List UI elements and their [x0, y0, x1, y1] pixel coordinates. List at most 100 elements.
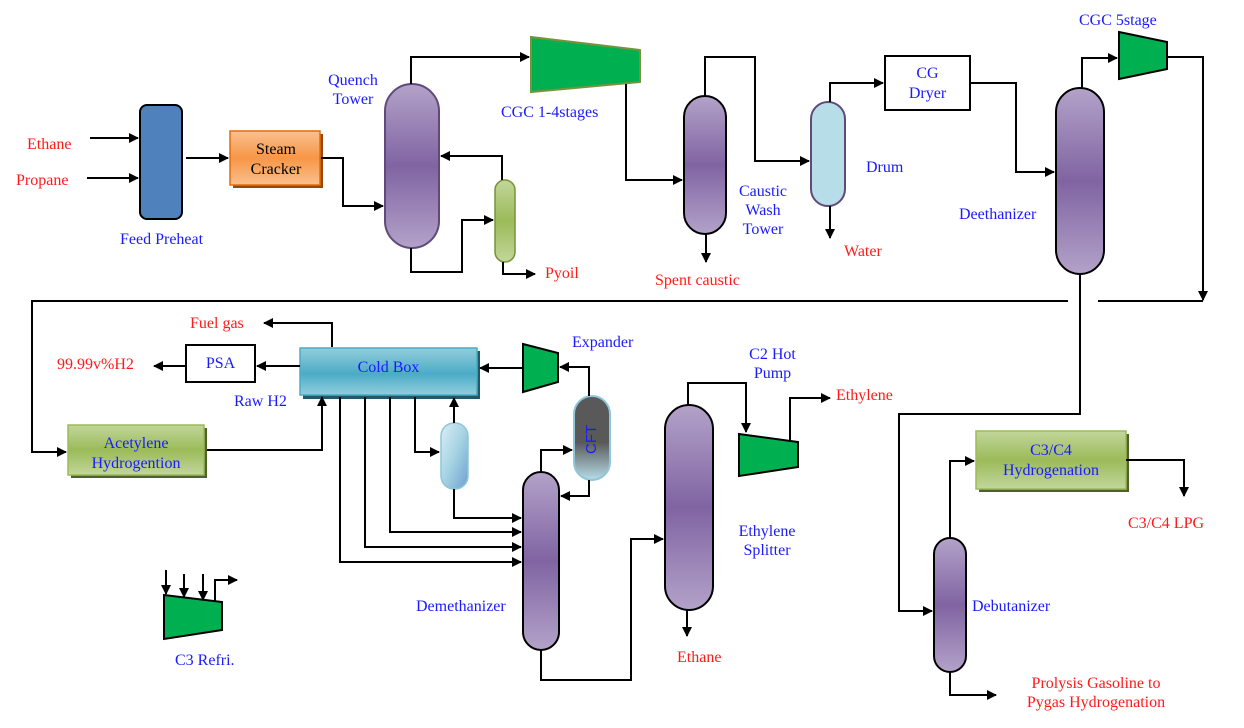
ethylene-splitter-column[interactable] [664, 404, 714, 611]
water-label: Water [844, 243, 882, 260]
c2-hot-pump-label-line1: C2 Hot [749, 346, 796, 363]
acetylene-hydro-label-line2: Hydrogention [91, 455, 181, 472]
caustic-wash-label-line3: Tower [742, 221, 784, 238]
lpg-label: C3/C4 LPG [1128, 515, 1205, 532]
expander-compressor[interactable] [522, 342, 559, 394]
ethylene-splitter-label: Ethylene Splitter [728, 522, 806, 560]
caustic-wash-label-line2: Wash [745, 202, 781, 219]
c3c4-hydrogenation-label: C3/C4 Hydrogenation [976, 441, 1126, 481]
stream-coldbox-feed-3 [339, 397, 522, 567]
cft-label: CFT [583, 424, 600, 454]
fuel-gas-label: Fuel gas [190, 315, 244, 332]
stream-coldbox-feed-1 [389, 397, 522, 537]
debutanizer-column[interactable] [933, 537, 967, 673]
c3-refrigeration-compressor[interactable] [163, 593, 223, 641]
stream-acetylene-to-coldbox [207, 396, 327, 451]
stream-pyoil-recycle [440, 151, 503, 180]
stream-demethanizer-to-splitter [540, 534, 664, 681]
stream-c3-refri-out [214, 575, 238, 602]
feed-preheat-label: Feed Preheat [120, 231, 204, 248]
demethanizer-column[interactable] [522, 471, 560, 651]
stream-cgc-to-caustic [625, 84, 683, 185]
caustic-wash-tower[interactable] [683, 95, 727, 235]
ethane-product-label: Ethane [677, 649, 722, 666]
pygas-label-line1: Prolysis Gasoline to [1031, 675, 1161, 692]
h2-product-label: 99.99v%H2 [57, 356, 134, 373]
cold-box-unit[interactable] [299, 347, 478, 396]
c2-hot-pump-label-line2: Pump [753, 365, 792, 382]
feed-ethane-label: Ethane [27, 136, 72, 153]
cold-box-label: Cold Box [357, 359, 420, 376]
demethanizer-label: Demethanizer [416, 598, 506, 615]
deethanizer-label: Deethanizer [959, 206, 1037, 223]
caustic-wash-label-line1: Caustic [739, 183, 787, 200]
stream-lpg-out [1126, 459, 1189, 497]
psa-label: PSA [205, 355, 236, 372]
debutanizer-label: Debutanizer [972, 598, 1051, 615]
deethanizer-column[interactable] [1055, 87, 1105, 275]
feed-preheat-unit[interactable] [139, 104, 183, 220]
stream-pygas-out [949, 672, 997, 700]
ethylene-splitter-label-line2: Splitter [743, 542, 791, 559]
pyoil-label: Pyoil [545, 265, 579, 282]
drum-vessel[interactable] [810, 101, 846, 207]
acetylene-hydrogenation-label: Acetylene Hydrogention [68, 434, 204, 474]
drum-label: Drum [866, 159, 904, 176]
cgc-5-label: CGC 5stage [1079, 12, 1157, 29]
stream-splitter-to-pump [687, 382, 751, 433]
cgc-1-4-compressor[interactable] [530, 35, 641, 94]
quench-tower[interactable] [384, 83, 440, 249]
c2-hot-pump-label: C2 Hot Pump [735, 345, 810, 383]
cgc-5-compressor[interactable] [1118, 30, 1168, 81]
cgc-1-4-label: CGC 1-4stages [501, 104, 599, 121]
stream-quench-to-cgc [410, 52, 530, 84]
acetylene-hydro-label-line1: Acetylene [103, 435, 169, 452]
stream-separator-to-demethanizer [453, 489, 522, 523]
stream-ethylene-out [789, 393, 831, 442]
c3c4-hydrogenation-unit[interactable] [975, 430, 1127, 490]
stream-cracker-to-quench [321, 157, 384, 211]
stream-deethanizer-to-cgc5 [1081, 53, 1118, 88]
c2-hot-pump-compressor[interactable] [738, 432, 799, 478]
stream-fuel-gas [263, 318, 333, 347]
stream-demethanizer-to-cft [540, 445, 573, 472]
c3c4-hydro-label-line1: C3/C4 [1030, 442, 1072, 459]
ethylene-splitter-label-line1: Ethylene [738, 523, 796, 540]
steam-cracker-label-line2: Cracker [250, 161, 302, 178]
stream-debutanizer-to-c3c4 [949, 456, 975, 538]
stream-cgc5-out [1167, 56, 1208, 301]
quench-tower-label-line1: Quench [328, 72, 378, 89]
steam-cracker-label: Steam Cracker [230, 140, 322, 180]
acetylene-hydrogenation-unit[interactable] [67, 424, 205, 476]
spent-caustic-label: Spent caustic [655, 272, 740, 289]
stream-pyoil-out [502, 262, 536, 279]
cold-box-separator[interactable] [440, 422, 469, 490]
caustic-wash-tower-label: Caustic Wash Tower [728, 182, 798, 239]
c3-refri-label: C3 Refri. [175, 652, 235, 669]
stream-coldbox-to-separator [414, 397, 440, 457]
stream-cft-to-demethanizer [560, 480, 590, 501]
cg-dryer-label-line2: Dryer [908, 85, 947, 102]
ethylene-product-label: Ethylene [836, 387, 893, 404]
steam-cracker-unit[interactable] [229, 130, 321, 186]
stream-quench-bottom [410, 215, 494, 273]
c3c4-hydro-label-line2: Hydrogenation [1003, 462, 1099, 479]
pyoil-separator[interactable] [494, 179, 516, 263]
stream-coldbox-feed-2 [364, 397, 522, 552]
expander-label: Expander [572, 334, 634, 351]
quench-tower-label-line2: Tower [332, 91, 374, 108]
cg-dryer-label-line1: CG [916, 65, 939, 82]
psa-unit[interactable] [185, 344, 256, 383]
cg-dryer-unit[interactable] [884, 55, 971, 111]
feed-propane-label: Propane [16, 172, 69, 189]
quench-tower-label: Quench Tower [318, 71, 388, 109]
steam-cracker-label-line1: Steam [256, 141, 296, 158]
raw-h2-label: Raw H2 [234, 393, 287, 410]
pygas-label: Prolysis Gasoline to Pygas Hydrogenation [1013, 674, 1179, 712]
cg-dryer-label: CG Dryer [885, 64, 970, 104]
cft-vessel[interactable] [573, 395, 611, 481]
stream-overhead-crossover-left [31, 300, 1068, 457]
stream-dryer-to-deethanizer [970, 82, 1055, 177]
stream-deethanizer-bottom [898, 274, 1081, 616]
